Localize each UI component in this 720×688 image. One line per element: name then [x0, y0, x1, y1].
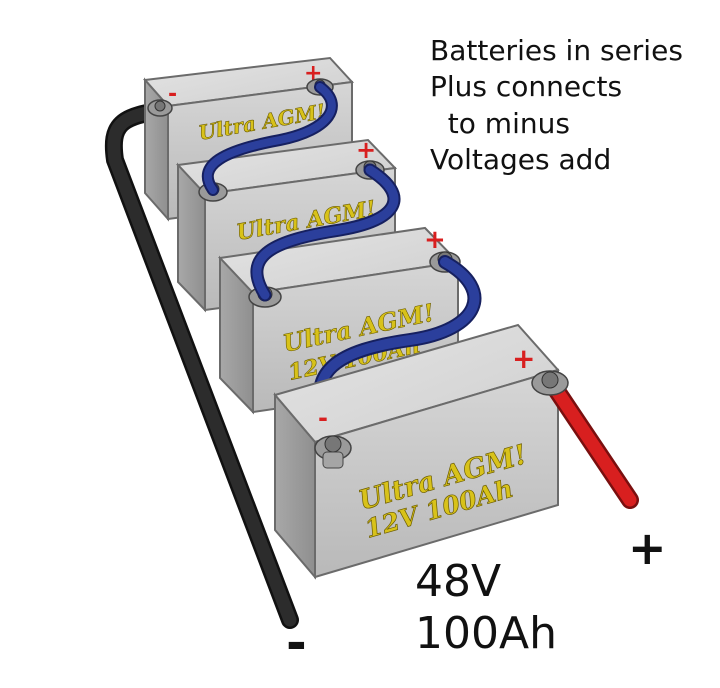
total-capacity-label: 100Ah	[415, 608, 557, 659]
battery-4-negative-mark: -	[318, 404, 328, 432]
negative-output-sign: -	[286, 614, 307, 672]
battery-4-positive-mark: +	[512, 342, 535, 375]
caption-line-4: Voltages add	[430, 143, 612, 176]
caption-line-3: to minus	[430, 107, 570, 140]
positive-cable	[548, 381, 637, 507]
series-cable-1-2	[203, 83, 336, 194]
battery-2-positive-mark: +	[356, 136, 376, 164]
series-cable-2-3	[252, 165, 399, 300]
battery-1-negative-mark: -	[168, 82, 177, 107]
battery-4: Ultra AGM! 12V 100Ah - +	[273, 323, 560, 580]
positive-output-sign: +	[628, 521, 667, 575]
total-voltage-label: 48V	[415, 556, 502, 607]
caption-line-2: Plus connects	[430, 70, 623, 103]
caption-line-1: Batteries in series	[430, 34, 683, 67]
battery-1-negative-terminal	[147, 99, 173, 117]
battery-3-positive-mark: +	[424, 225, 446, 255]
battery-4-negative-terminal	[314, 435, 352, 469]
battery-4-positive-terminal	[531, 370, 569, 396]
